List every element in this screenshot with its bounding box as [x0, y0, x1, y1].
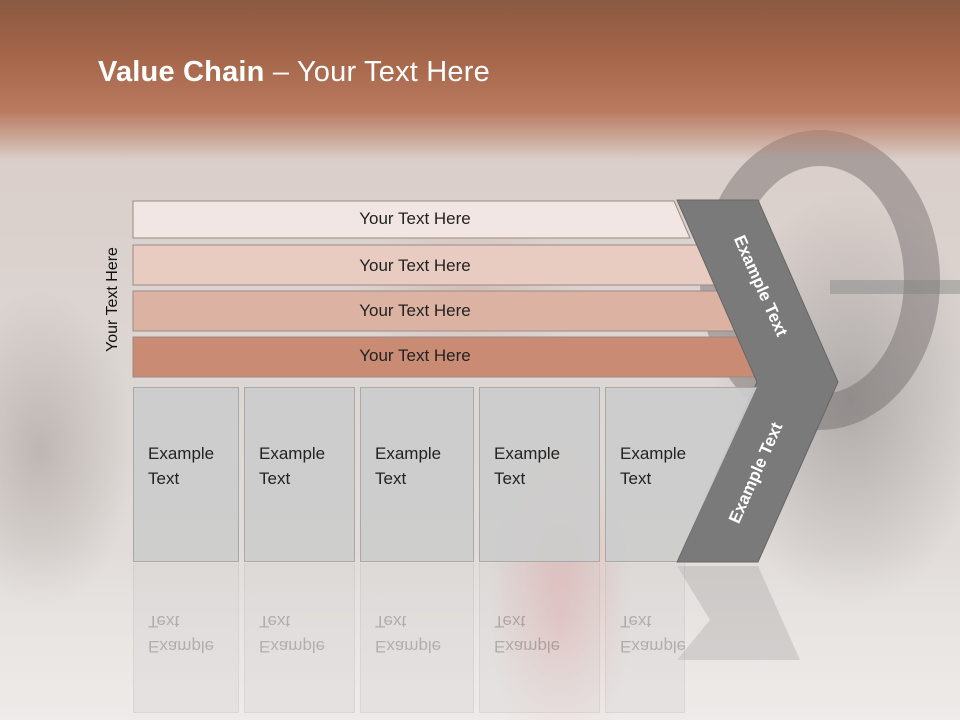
- bar-label-4: Your Text Here: [359, 346, 471, 365]
- bottom-fade: [0, 550, 960, 720]
- title-bold: Value Chain: [98, 56, 265, 88]
- bar-label-3: Your Text Here: [359, 301, 471, 320]
- title-band: [0, 0, 960, 160]
- barbell: [830, 280, 960, 294]
- chevron-reflection: [677, 566, 800, 660]
- title-rest: – Your Text Here: [264, 56, 490, 88]
- slide-title: Value Chain – Your Text Here: [98, 56, 490, 89]
- bar-label-2: Your Text Here: [359, 256, 471, 275]
- bar-label-1: Your Text Here: [359, 209, 471, 228]
- bar-shape-1: [132, 200, 691, 239]
